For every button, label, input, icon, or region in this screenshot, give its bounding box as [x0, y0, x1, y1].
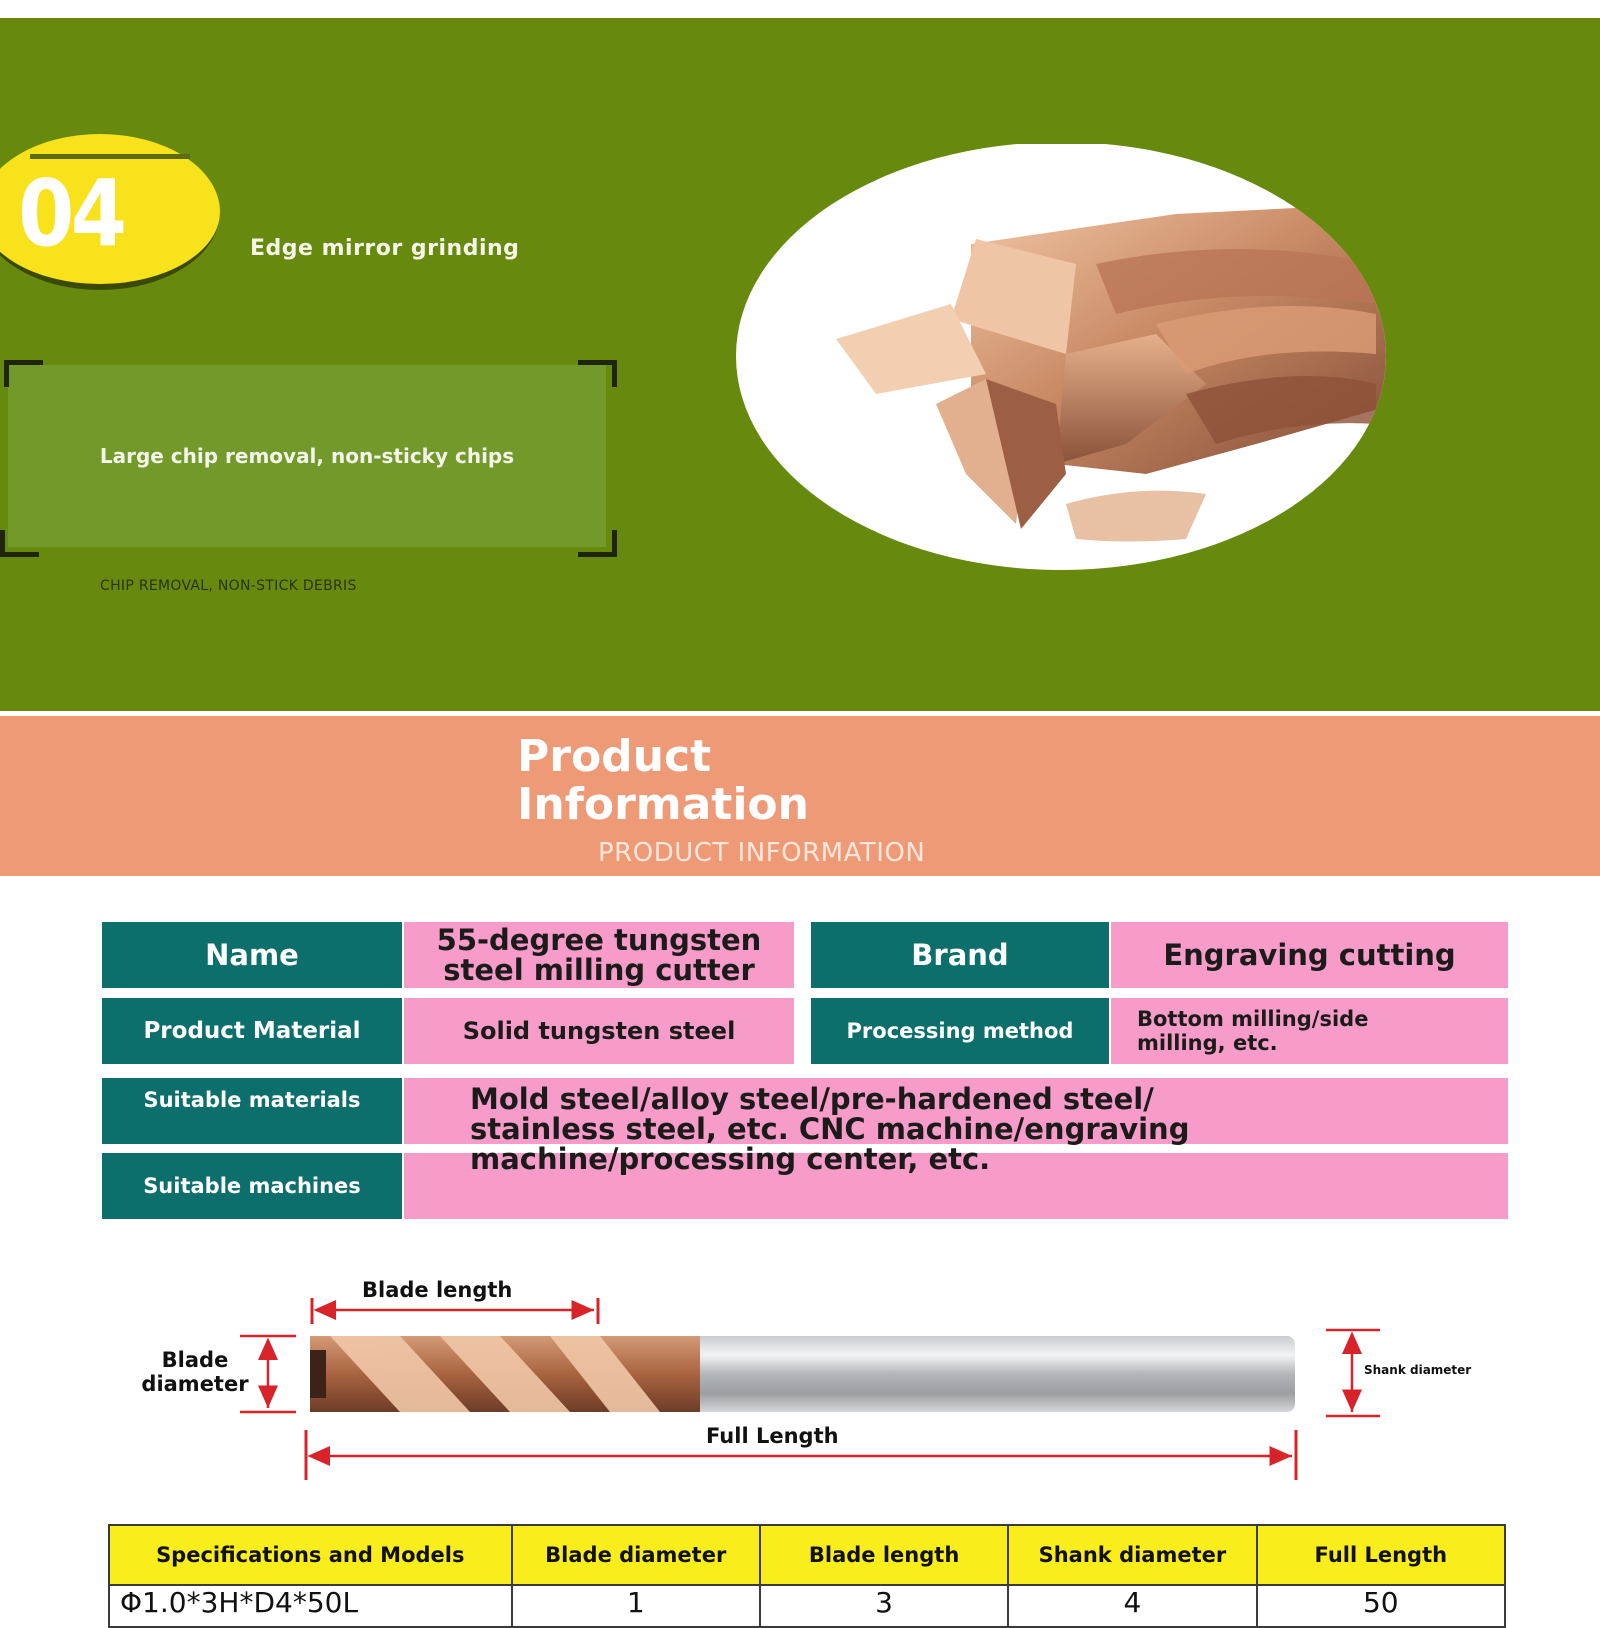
blade-diameter-label: Blade diameter	[132, 1348, 258, 1396]
suitable-value: Mold steel/alloy steel/pre-hardened stee…	[470, 1084, 1189, 1174]
material-label: Product Material	[102, 998, 402, 1064]
blade-length-label: Blade length	[362, 1278, 513, 1302]
processing-method-line1: Bottom milling/side	[1137, 1007, 1369, 1031]
spec-header-full-length: Full Length	[1255, 1524, 1507, 1586]
name-value-line2: steel milling cutter	[443, 953, 755, 987]
spec-cell-model: Φ1.0*3H*D4*50L	[108, 1584, 513, 1628]
shank-shape	[690, 1336, 1295, 1412]
dimension-diagram	[240, 1298, 1380, 1480]
name-label: Name	[102, 922, 402, 988]
blade-diameter-line1: Blade	[161, 1348, 229, 1372]
suitable-machines-label: Suitable machines	[102, 1153, 402, 1219]
spec-table-header-row: Specifications and Models Blade diameter…	[108, 1524, 1507, 1586]
spec-cell-full-length: 50	[1255, 1584, 1507, 1628]
table-row: Φ1.0*3H*D4*50L 1 3 4 50	[108, 1584, 1507, 1628]
processing-method-value: Bottom milling/side milling, etc.	[1111, 998, 1508, 1064]
badge-accent-line	[30, 154, 190, 159]
spec-table: Specifications and Models Blade diameter…	[108, 1524, 1507, 1628]
frame-corner-bottom-left	[0, 530, 39, 557]
cutter-tip-photo	[736, 144, 1386, 570]
feature-title: Edge mirror grinding	[250, 236, 520, 261]
suitable-materials-label: Suitable materials	[102, 1078, 402, 1144]
suitable-materials-cell	[404, 1078, 1508, 1144]
frame-corner-top-right	[578, 360, 617, 387]
brand-label: Brand	[811, 922, 1109, 988]
full-length-label: Full Length	[706, 1424, 839, 1448]
feature-description-box	[8, 365, 606, 547]
spec-header-shank-diameter: Shank diameter	[1007, 1524, 1258, 1586]
brand-value: Engraving cutting	[1111, 922, 1508, 988]
product-info-banner	[0, 716, 1600, 876]
suitable-value-line1: Mold steel/alloy steel/pre-hardened stee…	[470, 1082, 1154, 1116]
spec-cell-blade-diameter: 1	[510, 1584, 761, 1628]
spec-cell-shank-diameter: 4	[1007, 1584, 1258, 1628]
feature-subtitle: CHIP REMOVAL, NON-STICK DEBRIS	[100, 578, 357, 594]
feature-description: Large chip removal, non-sticky chips	[99, 444, 515, 468]
frame-corner-top-left	[4, 360, 43, 387]
spec-header-blade-length: Blade length	[758, 1524, 1010, 1586]
processing-method-line2: milling, etc.	[1137, 1031, 1278, 1055]
section-subtitle: PRODUCT INFORMATION	[598, 838, 926, 868]
shank-diameter-label: Shank diameter	[1364, 1363, 1472, 1377]
suitable-value-line2: stainless steel, etc. CNC machine/engrav…	[470, 1112, 1190, 1146]
suitable-value-line3: machine/processing center, etc.	[470, 1142, 991, 1176]
blade-diameter-line2: diameter	[141, 1372, 249, 1396]
badge-number: 04	[18, 160, 127, 267]
processing-method-label: Processing method	[811, 998, 1109, 1064]
spec-header-blade-diameter: Blade diameter	[510, 1524, 761, 1586]
name-value: 55-degree tungsten steel milling cutter	[404, 922, 794, 988]
section-title-line2: Information	[517, 779, 809, 830]
suitable-machines-cell	[404, 1153, 1508, 1219]
section-title-line1: Product	[517, 731, 712, 782]
material-value: Solid tungsten steel	[404, 998, 794, 1064]
frame-corner-bottom-right	[578, 530, 617, 557]
number-badge	[0, 134, 220, 290]
name-value-line1: 55-degree tungsten	[436, 923, 762, 957]
spec-cell-blade-length: 3	[758, 1584, 1010, 1628]
spec-header-model: Specifications and Models	[108, 1524, 513, 1586]
